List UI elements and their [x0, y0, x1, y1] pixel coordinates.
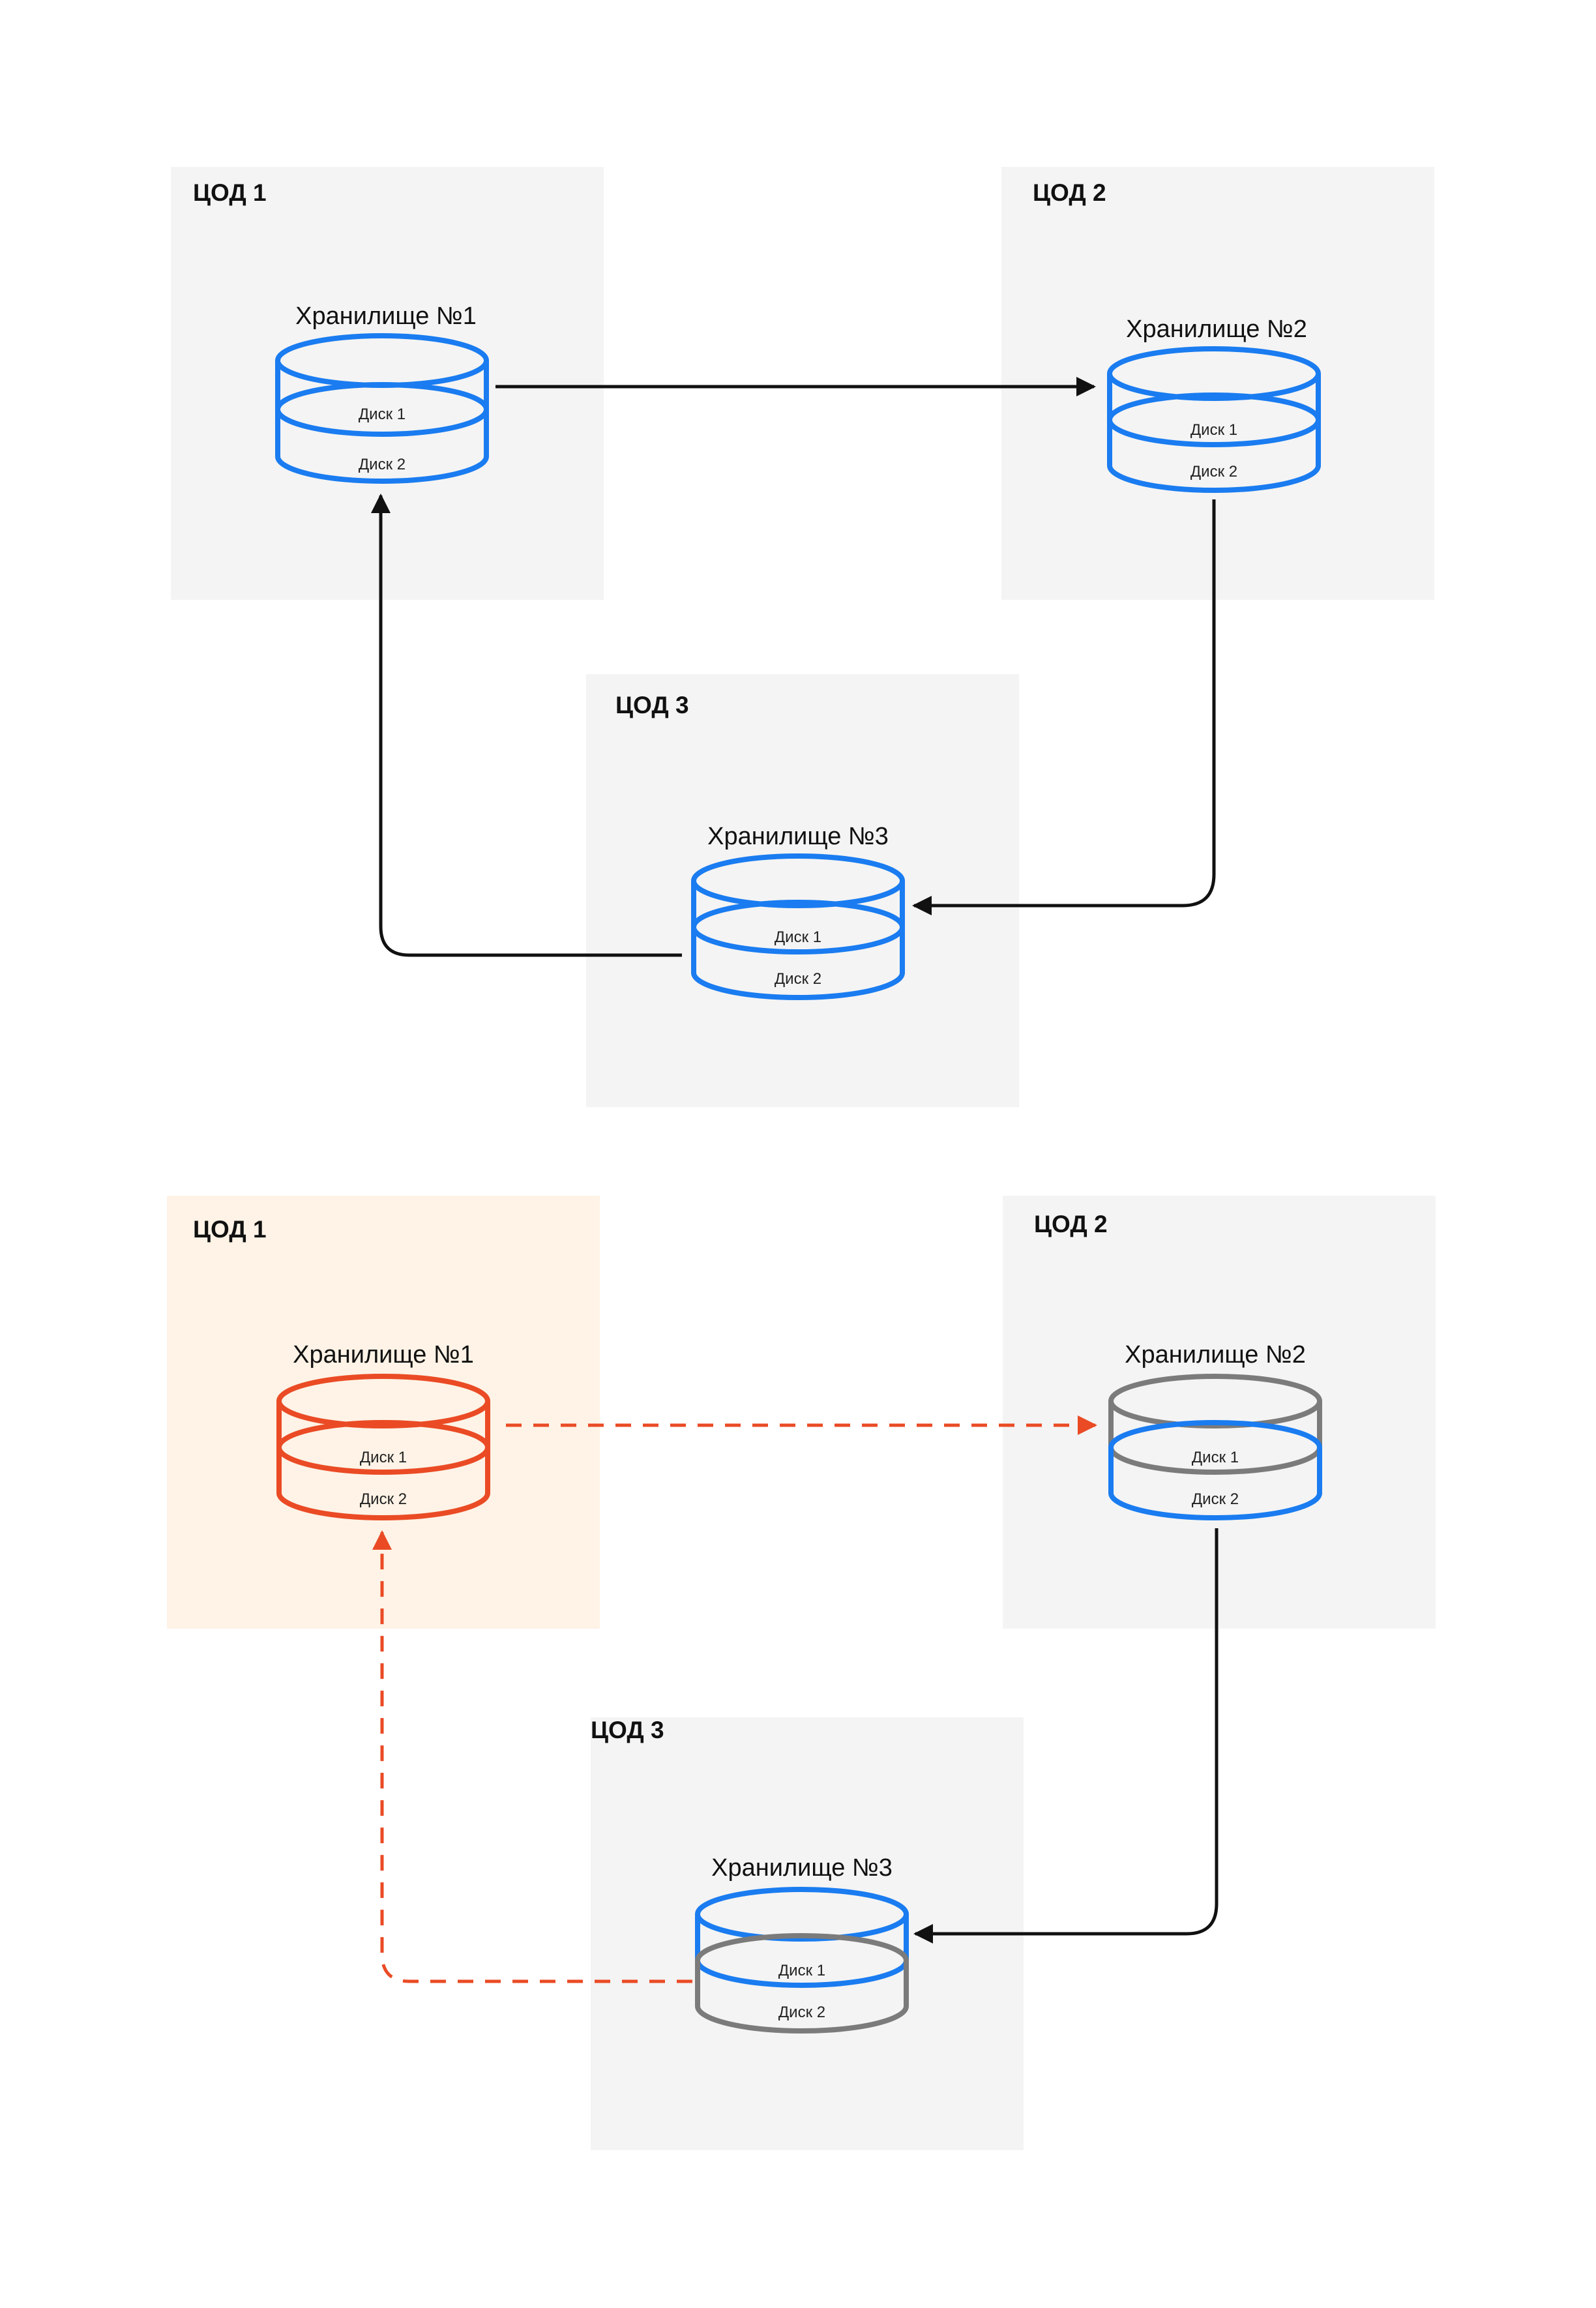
database-icon	[1108, 1374, 1322, 1520]
storage-2-partial: Хранилище №2 Диск 1 Диск 2	[1108, 1341, 1322, 1520]
storage-3-disk1-label: Диск 1	[775, 928, 821, 946]
arrow-storage3-to-storage1	[371, 494, 682, 957]
database-icon	[691, 853, 905, 1000]
storage-1-title: Хранилище №1	[295, 303, 477, 330]
storage-2: Хранилище №2 Диск 1 Диск 2	[1107, 316, 1321, 493]
dc2-panel	[1003, 1196, 1436, 1629]
storage-3-disk2-label: Диск 2	[778, 2004, 825, 2021]
dc1-title: ЦОД 1	[193, 179, 267, 206]
database-icon	[276, 1374, 490, 1520]
storage-3-partial: Хранилище №3 Диск 1 Диск 2	[695, 1854, 909, 2034]
storage-1: Хранилище №1 Диск 1 Диск 2	[275, 303, 489, 484]
storage-2-title: Хранилище №2	[1126, 316, 1307, 343]
storage-1-failed: Хранилище №1 Диск 1 Диск 2	[276, 1341, 490, 1520]
database-icon	[695, 1887, 909, 2034]
dc2-title: ЦОД 2	[1034, 1211, 1108, 1237]
storage-2-disk1-label: Диск 1	[1190, 421, 1237, 439]
dc3-panel	[586, 674, 1019, 1107]
storage-3-title: Хранилище №3	[711, 1854, 893, 1882]
storage-2-title: Хранилище №2	[1125, 1341, 1306, 1369]
dc3-title: ЦОД 3	[591, 1717, 664, 1743]
dc3-title: ЦОД 3	[615, 692, 689, 718]
dc2-title: ЦОД 2	[1033, 179, 1106, 206]
storage-1-disk2-label: Диск 2	[359, 456, 406, 473]
storage-2-disk1-label: Диск 1	[1192, 1449, 1239, 1466]
storage-1-title: Хранилище №1	[293, 1341, 474, 1369]
dc1-title: ЦОД 1	[193, 1216, 267, 1243]
storage-1-disk2-label: Диск 2	[360, 1490, 407, 1508]
database-icon	[1107, 346, 1321, 493]
storage-1-disk1-label: Диск 1	[360, 1449, 407, 1466]
dc2-panel	[1001, 167, 1434, 600]
storage-3-disk2-label: Диск 2	[775, 970, 821, 988]
top-diagram: ЦОД 1 ЦОД 2 ЦОД 3 Хранилище №1 Диск 1 Ди…	[171, 167, 1434, 1107]
storage-3: Хранилище №3 Диск 1 Диск 2	[691, 823, 905, 1000]
storage-3-title: Хранилище №3	[707, 823, 889, 850]
arrow-storage3-to-storage1-broken	[372, 1530, 692, 1983]
arrow-storage2-to-storage3	[913, 1528, 1219, 1944]
storage-3-disk1-label: Диск 1	[778, 1962, 825, 1979]
storage-1-disk1-label: Диск 1	[359, 406, 406, 423]
arrow-storage2-to-storage3	[912, 499, 1216, 915]
database-icon	[275, 333, 489, 484]
storage-2-disk2-label: Диск 2	[1192, 1490, 1239, 1508]
storage-2-disk2-label: Диск 2	[1190, 463, 1237, 481]
bottom-diagram: ЦОД 1 ЦОД 2 ЦОД 3 Хранилище №1 Диск 1 Ди…	[167, 1196, 1436, 2150]
